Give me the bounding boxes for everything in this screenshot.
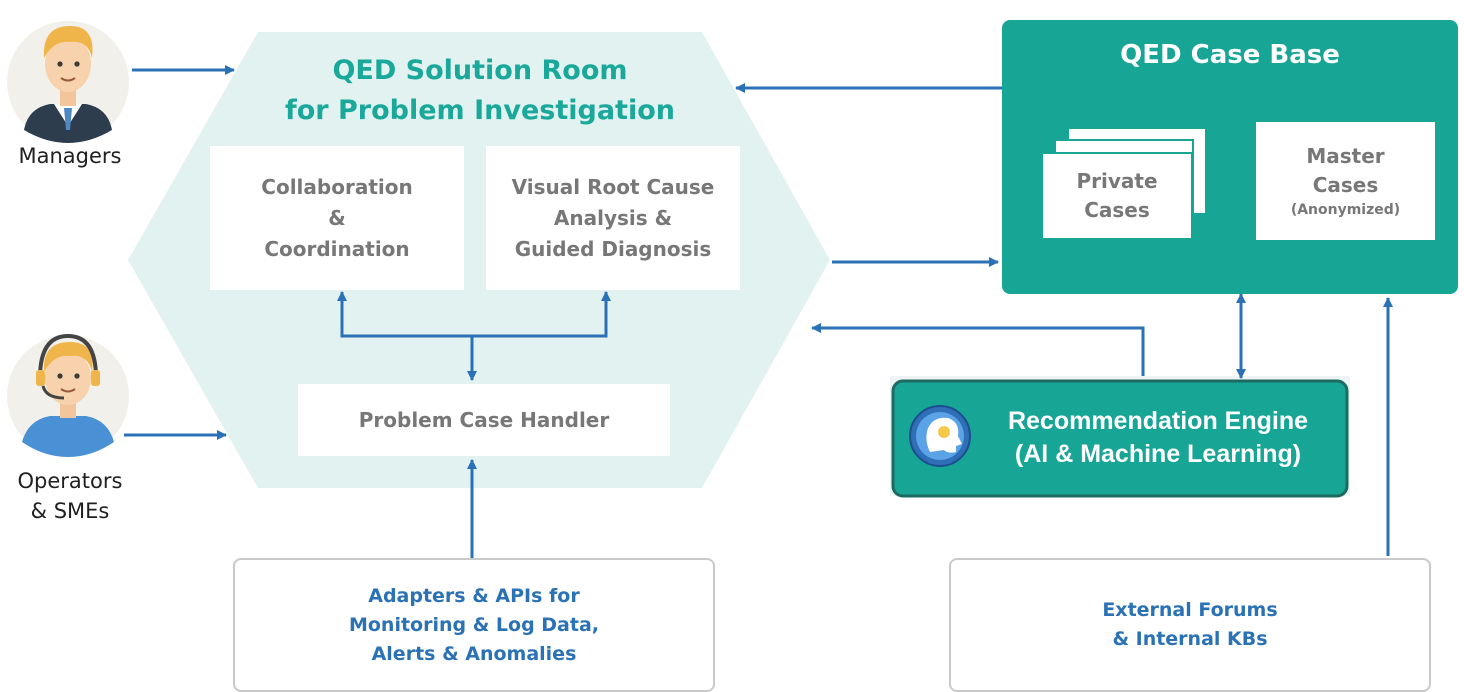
recommendation-engine-box — [891, 379, 1349, 498]
private-cases-card: Private Cases — [1041, 152, 1193, 240]
manager-avatar-icon — [7, 21, 129, 143]
collaboration-line2: & — [328, 205, 346, 230]
master-cases-line1: Master — [1306, 144, 1385, 168]
solution-room-title: QED Solution Room for Problem Investigat… — [180, 51, 780, 131]
adapters-line1: Adapters & APIs for — [368, 584, 580, 607]
master-cases-line3: (Anonymized) — [1290, 202, 1401, 218]
problem-case-handler-box: Problem Case Handler — [298, 384, 670, 456]
operators-label-line2: & SMEs — [30, 499, 110, 523]
external-line1: External Forums — [1102, 599, 1278, 621]
recommendation-engine-label: Recommendation Engine (AI & Machine Lear… — [968, 405, 1348, 471]
collaboration-line3: Coordination — [264, 236, 410, 261]
master-cases-line2: Cases — [1312, 173, 1379, 197]
rca-line2: Analysis & — [553, 205, 673, 230]
rca-line1: Visual Root Cause — [511, 174, 715, 199]
solution-room-title-line2: for Problem Investigation — [285, 95, 675, 126]
problem-case-handler-label: Problem Case Handler — [358, 407, 610, 432]
engine-line1: Recommendation Engine — [1007, 407, 1309, 435]
root-cause-analysis-box: Visual Root Cause Analysis & Guided Diag… — [486, 146, 740, 290]
operators-label: Operators & SMEs — [0, 466, 140, 526]
adapters-line2: Monitoring & Log Data, — [348, 613, 600, 636]
private-cases-line1: Private — [1076, 169, 1158, 193]
brain-lightbulb-icon — [909, 405, 971, 467]
collaboration-line1: Collaboration — [261, 174, 413, 199]
arrow-handler-to-rca — [472, 291, 611, 338]
collaboration-box: Collaboration & Coordination — [210, 146, 464, 290]
private-cases-line2: Cases — [1084, 198, 1150, 222]
adapters-line3: Alerts & Anomalies — [371, 642, 577, 665]
solution-room-title-line1: QED Solution Room — [332, 55, 628, 86]
case-base-title: QED Case Base — [1120, 40, 1340, 70]
operators-label-line1: Operators — [17, 469, 123, 493]
external-line2: & Internal KBs — [1112, 628, 1268, 650]
arrow-engine-to-room — [811, 323, 1145, 376]
connector-arrows — [124, 65, 1393, 558]
operator-headset-avatar-icon — [7, 333, 129, 457]
managers-label: Managers — [18, 144, 122, 168]
external-forums-box: External Forums & Internal KBs — [949, 558, 1431, 692]
adapters-apis-box: Adapters & APIs for Monitoring & Log Dat… — [233, 558, 715, 692]
rca-line3: Guided Diagnosis — [514, 236, 712, 261]
master-cases-card: Master Cases (Anonymized) — [1256, 122, 1435, 240]
engine-line2: (AI & Machine Learning) — [1014, 440, 1302, 468]
